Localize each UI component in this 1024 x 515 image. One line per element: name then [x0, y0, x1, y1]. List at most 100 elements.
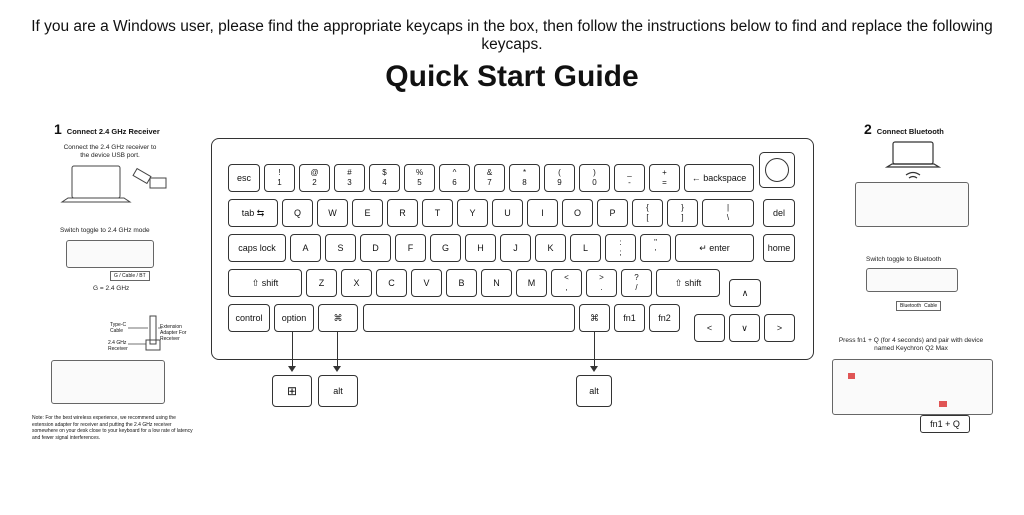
- laptop-illustration: [60, 165, 167, 203]
- key-e: E: [352, 199, 383, 227]
- receiver-label: 2.4 GHz Receiver: [108, 340, 128, 352]
- key-left: <: [694, 314, 725, 342]
- key-equals: +=: [649, 164, 680, 192]
- key-m: M: [516, 269, 547, 297]
- key-minus: _-: [614, 164, 645, 192]
- key-o: O: [562, 199, 593, 227]
- keyboard-side-view: [66, 240, 154, 268]
- key-up: ∧: [729, 279, 761, 307]
- key-tab: tab ⇆: [228, 199, 278, 227]
- step2-keyboard-pair: [832, 359, 993, 415]
- knob-dial: [759, 152, 795, 188]
- key-fn2: fn2: [649, 304, 680, 332]
- key-period: >.: [586, 269, 617, 297]
- key-5: %5: [404, 164, 435, 192]
- arrow-rcommand-head: [590, 366, 598, 372]
- key-rshift: ⇧ shift: [656, 269, 720, 297]
- arrow-rcommand: [594, 332, 596, 368]
- key-home: home: [763, 234, 795, 262]
- key-q: Q: [282, 199, 313, 227]
- key-9: (9: [544, 164, 575, 192]
- key-enter: ↵ enter: [675, 234, 754, 262]
- key-t: T: [422, 199, 453, 227]
- key-4: $4: [369, 164, 400, 192]
- step1-keyboard-mini: [51, 360, 165, 404]
- key-rcommand: ⌘: [579, 304, 610, 332]
- key-s: S: [325, 234, 356, 262]
- key-8: *8: [509, 164, 540, 192]
- step2-keyboard-side: [866, 268, 958, 292]
- step1-toggle-label: G / Cable / BT: [110, 271, 150, 281]
- key-1: !1: [264, 164, 295, 192]
- step2-instruction2: Press fn1 + Q (for 4 seconds) and pair w…: [838, 337, 984, 352]
- key-slash: ?/: [621, 269, 652, 297]
- key-w: W: [317, 199, 348, 227]
- key-command: ⌘: [318, 304, 358, 332]
- key-right: >: [764, 314, 795, 342]
- step1-instruction1: Connect the 2.4 GHz receiver to the devi…: [63, 144, 157, 159]
- key-backslash: |\: [702, 199, 754, 227]
- arrow-command: [337, 332, 339, 368]
- step2-toggle: Bluetooth Cable: [896, 301, 942, 311]
- key-y: Y: [457, 199, 488, 227]
- page-title: Quick Start Guide: [385, 60, 639, 93]
- replacement-alt-key-left: alt: [318, 375, 358, 407]
- key-j: J: [500, 234, 531, 262]
- step2-label: Connect Bluetooth: [876, 127, 944, 136]
- key-d: D: [360, 234, 391, 262]
- replacement-win-key: ⊞: [272, 375, 312, 407]
- key-del: del: [763, 199, 795, 227]
- laptop-bt-illustration: [885, 141, 941, 179]
- replacement-alt-key-right: alt: [576, 375, 612, 407]
- step1-number: 1: [54, 121, 62, 137]
- key-7: &7: [474, 164, 505, 192]
- toggle-cable-label: Cable: [924, 303, 938, 309]
- key-2: @2: [299, 164, 330, 192]
- step2-number: 2: [864, 121, 872, 137]
- arrow-command-head: [333, 366, 341, 372]
- key-comma: <,: [551, 269, 582, 297]
- key-6: ^6: [439, 164, 470, 192]
- key-l: L: [570, 234, 601, 262]
- key-b: B: [446, 269, 477, 297]
- arrow-option: [292, 332, 294, 368]
- intro-text: If you are a Windows user, please find t…: [31, 18, 993, 53]
- key-quote: "': [640, 234, 671, 262]
- step1-header: 1 Connect 2.4 GHz Receiver: [54, 121, 160, 137]
- key-lshift: ⇧ shift: [228, 269, 302, 297]
- key-esc: esc: [228, 164, 260, 192]
- key-f: F: [395, 234, 426, 262]
- key-p: P: [597, 199, 628, 227]
- adapter-label: Extension Adapter For Receiver: [160, 324, 187, 342]
- key-3: #3: [334, 164, 365, 192]
- key-x: X: [341, 269, 372, 297]
- key-down: ∨: [729, 314, 760, 342]
- toggle-bluetooth-label: Bluetooth: [900, 303, 922, 309]
- key-capslock: caps lock: [228, 234, 286, 262]
- arrow-option-head: [288, 366, 296, 372]
- key-g: G: [430, 234, 461, 262]
- step1-label: Connect 2.4 GHz Receiver: [66, 127, 160, 136]
- key-c: C: [376, 269, 407, 297]
- key-control: control: [228, 304, 270, 332]
- step2-instruction1: Switch toggle to Bluetooth: [866, 256, 942, 263]
- key-lbracket: {[: [632, 199, 663, 227]
- key-0: )0: [579, 164, 610, 192]
- key-h: H: [465, 234, 496, 262]
- key-backspace: ← backspace: [684, 164, 754, 192]
- key-rbracket: }]: [667, 199, 698, 227]
- step1-note: Note: For the best wireless experience, …: [32, 415, 193, 441]
- key-z: Z: [306, 269, 337, 297]
- key-semicolon: :;: [605, 234, 636, 262]
- g-note: G = 2.4 GHz: [93, 285, 130, 292]
- key-option: option: [274, 304, 314, 332]
- step2-keyboard-mini: [855, 182, 969, 227]
- key-k: K: [535, 234, 566, 262]
- cable-label: Type-C Cable: [110, 322, 127, 334]
- key-a: A: [290, 234, 321, 262]
- key-fn1: fn1: [614, 304, 645, 332]
- step1-instruction2: Switch toggle to 2.4 GHz mode: [60, 227, 150, 234]
- fn1-q-combo: fn1 + Q: [920, 415, 970, 433]
- key-u: U: [492, 199, 523, 227]
- highlight-q-key: [848, 373, 855, 379]
